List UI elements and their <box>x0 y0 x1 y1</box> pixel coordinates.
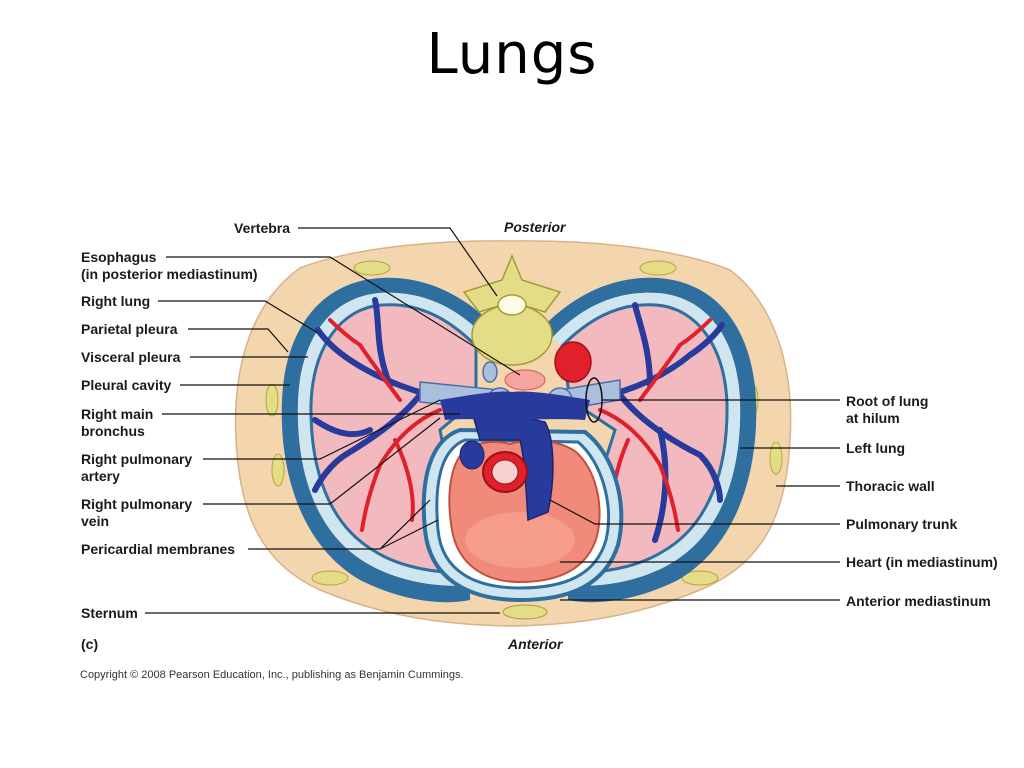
rib <box>639 260 677 276</box>
label-posterior: Posterior <box>504 219 566 235</box>
left-pleural-cavity <box>552 292 741 586</box>
right-bronchus-ring <box>482 361 498 383</box>
label-esophagus-detail: (in posterior mediastinum) <box>81 266 258 282</box>
label-right-pulmonary-vein: Right pulmonary <box>81 496 193 512</box>
label-right-pulmonary-artery: Right pulmonary <box>81 451 193 467</box>
esophagus <box>504 369 546 391</box>
label-esophagus: Esophagus <box>81 249 157 265</box>
right-pleural-cavity <box>297 292 486 586</box>
leader-pericardial-membranes <box>248 499 439 550</box>
label-pulmonary-trunk: Pulmonary trunk <box>846 516 958 532</box>
label-right-main-bronchus: Right main <box>81 406 154 422</box>
right-vein-branches <box>312 297 458 493</box>
label-visceral-pleura: Visceral pleura <box>81 349 181 365</box>
label-right-pulmonary-artery-2: artery <box>81 468 120 484</box>
leader-lines <box>145 227 840 614</box>
leader-esophagus <box>166 256 521 376</box>
label-thoracic-wall: Thoracic wall <box>846 478 935 494</box>
label-pericardial-membranes: Pericardial membranes <box>81 541 236 557</box>
rib <box>681 570 719 586</box>
label-parietal-pleura: Parietal pleura <box>81 321 178 337</box>
label-sternum: Sternum <box>81 605 138 621</box>
aorta-lumen <box>491 459 519 485</box>
label-anterior: Anterior <box>508 636 563 652</box>
label-anterior-mediastinum: Anterior mediastinum <box>846 593 991 609</box>
rib <box>265 383 279 417</box>
left-artery-branches <box>598 318 712 532</box>
leader-pulmonary-trunk <box>549 499 840 525</box>
left-vein-branches <box>582 302 725 543</box>
rib <box>271 453 285 487</box>
label-root-of-lung: Root of lung <box>846 393 929 409</box>
right-artery-branches <box>328 318 442 532</box>
leader-right-pulmonary-artery <box>203 399 441 460</box>
left-parietal-pleura <box>540 277 757 603</box>
heart-highlight <box>465 512 575 568</box>
sternum <box>502 604 548 620</box>
right-vessel-tree <box>312 297 458 532</box>
leader-right-lung <box>158 300 319 334</box>
panel-letter: (c) <box>81 636 99 652</box>
vertebra <box>462 254 562 366</box>
rib <box>769 441 783 475</box>
copyright-notice: Copyright © 2008 Pearson Education, Inc.… <box>80 669 464 681</box>
label-right-lung: Right lung <box>81 293 151 309</box>
leader-parietal-pleura <box>188 328 289 353</box>
label-vertebra: Vertebra <box>234 220 291 236</box>
left-vessel-tree <box>582 302 725 543</box>
label-heart: Heart (in mediastinum) <box>846 554 998 570</box>
superior-vena-cava <box>459 440 485 470</box>
rib <box>311 570 349 586</box>
right-parietal-pleura <box>281 277 498 603</box>
label-pleural-cavity: Pleural cavity <box>81 377 172 393</box>
aorta <box>554 341 592 383</box>
label-left-lung: Left lung <box>846 440 906 456</box>
label-right-pulmonary-vein-2: vein <box>81 513 110 529</box>
slide-title: Lungs <box>426 22 598 87</box>
leader-vertebra <box>298 227 498 297</box>
rib <box>353 260 391 276</box>
pulmonary-vessel-bar <box>440 391 590 420</box>
leader-right-pulmonary-vein <box>203 417 441 505</box>
label-root-of-lung-2: at hilum <box>846 410 900 426</box>
label-right-main-bronchus-2: bronchus <box>81 423 145 439</box>
